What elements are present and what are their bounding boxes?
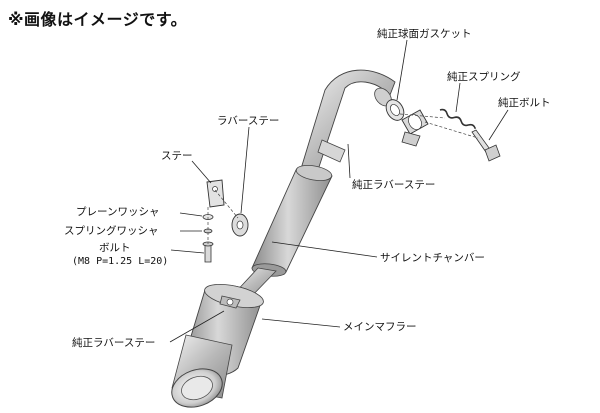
label-plain-washer: プレーンワッシャ	[76, 206, 159, 218]
stay-part	[206, 179, 225, 208]
label-main-muffler: メインマフラー	[343, 321, 417, 333]
gasket-part	[385, 99, 405, 121]
label-rubber-stay: ラバーステー	[217, 115, 279, 127]
label-stay: ステー	[161, 150, 193, 162]
label-spring-washer: スプリングワッシャ	[64, 224, 159, 237]
leader-lines	[169, 39, 509, 343]
tail-tip	[171, 334, 233, 408]
genuine-bolt-part	[471, 129, 501, 162]
label-gasket: 純正球面ガスケット	[377, 27, 472, 40]
rubber-stay-part	[231, 213, 249, 237]
silent-chamber	[251, 139, 346, 277]
spring-part	[439, 108, 477, 130]
part-labels: 純正球面ガスケット 純正スプリング 純正ボルト ラバーステー ステー 純正ラバー…	[64, 27, 551, 349]
label-bolt-spec: (M8 P=1.25 L=20)	[72, 256, 168, 267]
label-genuine-bolt: 純正ボルト	[498, 96, 551, 109]
label-spring: 純正スプリング	[447, 70, 521, 83]
bolt-part	[202, 241, 214, 263]
label-bolt: ボルト	[99, 242, 131, 254]
label-silent-chamber: サイレントチャンバー	[380, 252, 485, 264]
label-genuine-rubber-stay-right: 純正ラバーステー	[352, 178, 435, 191]
image-notice: ※画像はイメージです。	[8, 10, 188, 29]
inlet-pipe	[299, 69, 396, 173]
label-genuine-rubber-stay-bottom: 純正ラバーステー	[72, 336, 155, 349]
assembly-lines	[207, 113, 479, 244]
